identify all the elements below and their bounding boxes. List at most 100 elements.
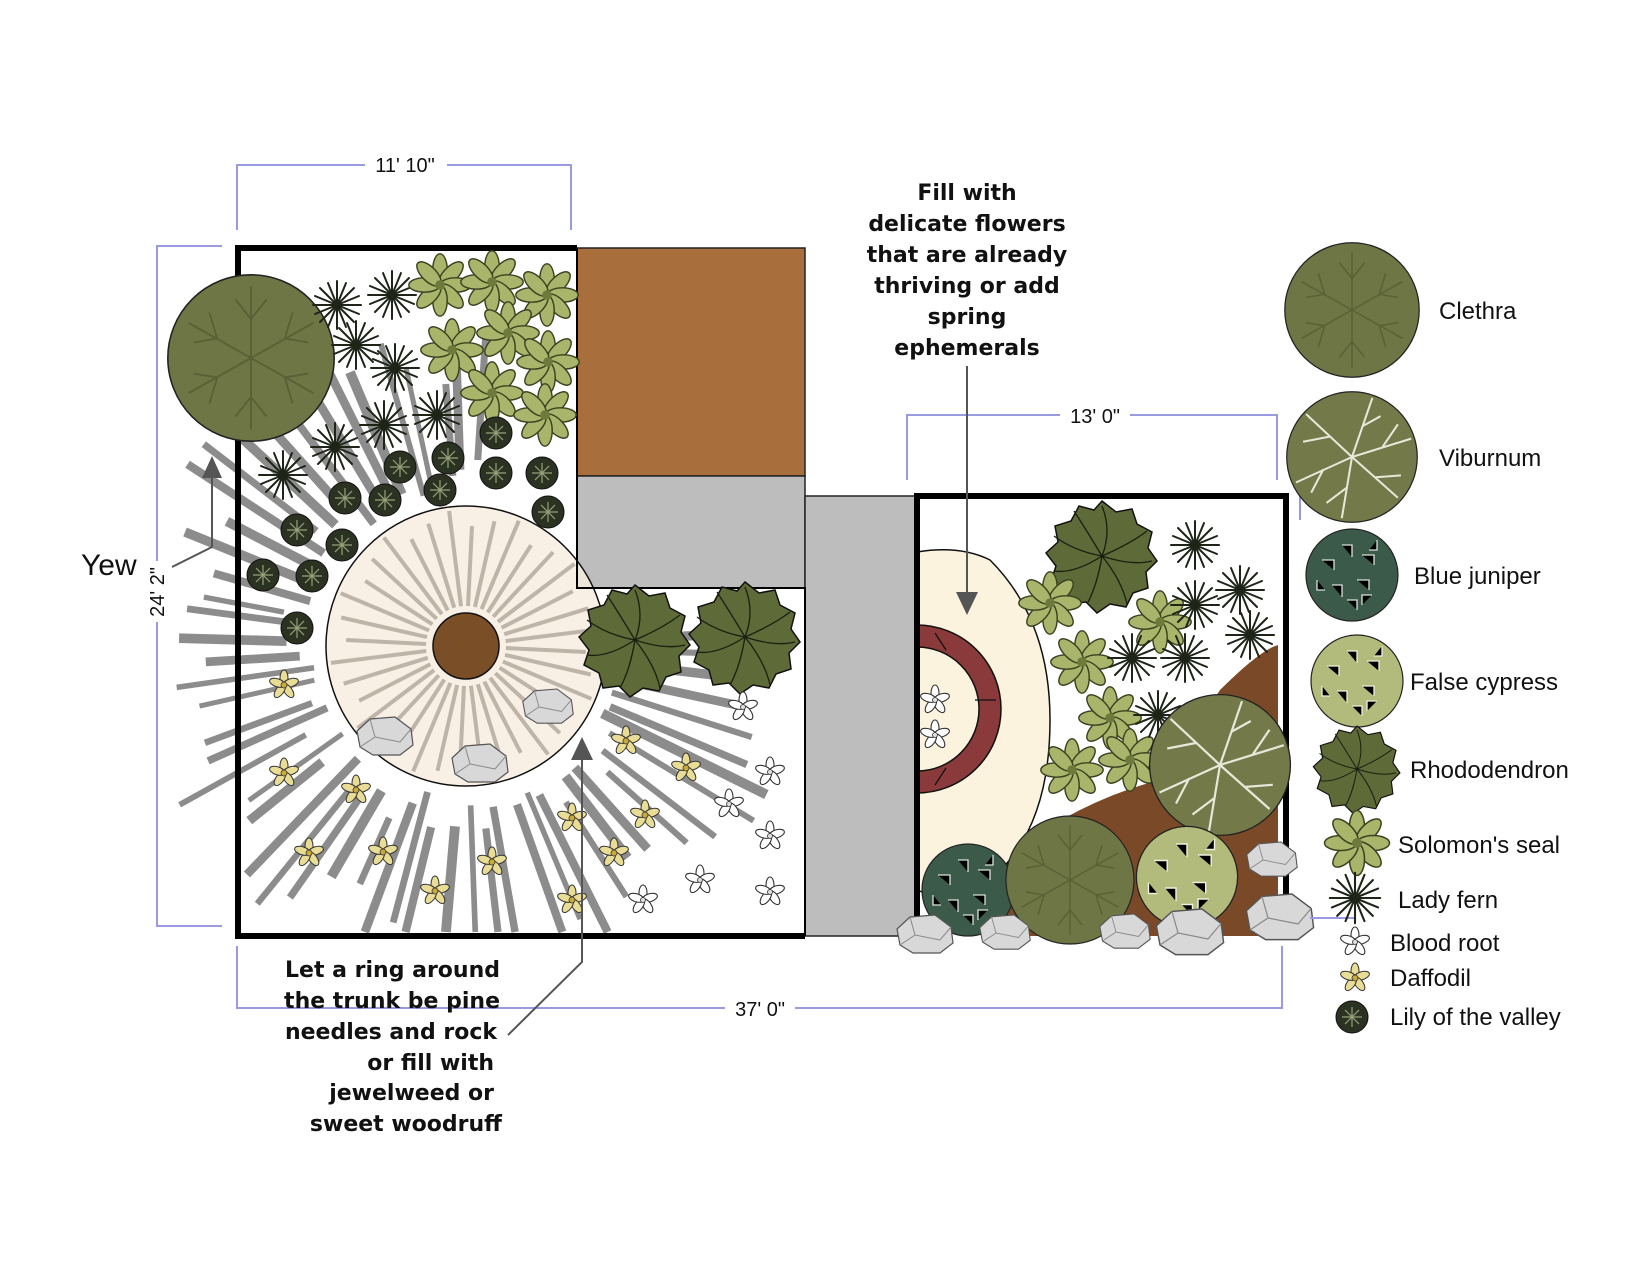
legend: Clethra Viburnum Blue juniper False cypr…	[1284, 242, 1569, 1034]
note-bottom-line: the trunk be pine	[284, 989, 500, 1014]
lily-of-the-valley-plant	[525, 456, 559, 490]
clethra-icon	[1284, 242, 1420, 378]
rhododendron-icon	[1312, 725, 1401, 815]
lily-of-the-valley-plant	[479, 416, 513, 450]
note-top-line: that are already	[867, 243, 1068, 268]
needle-ray	[467, 805, 479, 933]
needle-ray	[571, 764, 651, 852]
note-bottom-line: or fill with	[367, 1051, 494, 1076]
note-bottom-line: jewelweed or	[328, 1081, 494, 1106]
note-top: Fill with delicate flowers that are alre…	[867, 181, 1068, 361]
needle-ray	[246, 758, 326, 825]
blue-juniper-icon	[1305, 528, 1399, 622]
legend-label-lily-of-the-valley: Lily of the valley	[1390, 1004, 1561, 1031]
lily-of-the-valley-plant	[531, 495, 565, 529]
legend-label-blood-root: Blood root	[1390, 930, 1500, 957]
lady-fern-plant	[310, 422, 360, 472]
yew-arrow	[171, 456, 222, 568]
note-top-line: thriving or add	[874, 274, 1060, 299]
note-bottom-line: Let a ring around	[285, 958, 500, 983]
ring-ray	[346, 638, 427, 646]
solomons-seal-icon	[1323, 809, 1391, 877]
lady-fern-plant	[412, 390, 462, 440]
legend-label-daffodil: Daffodil	[1390, 965, 1471, 992]
lily-of-the-valley-plant	[423, 473, 457, 507]
note-bottom-line: needles and rock	[285, 1020, 498, 1045]
lily-of-the-valley-icon	[1335, 1000, 1369, 1034]
legend-label-blue-juniper: Blue juniper	[1414, 563, 1541, 590]
ring-ray	[505, 646, 586, 654]
ring-ray	[426, 523, 457, 609]
blood-root-plant	[753, 756, 787, 788]
blood-root-plant	[726, 691, 760, 723]
note-bottom-line: sweet woodruff	[310, 1112, 503, 1137]
needle-ray	[178, 732, 308, 808]
lady-fern-plant	[359, 400, 409, 450]
lily-of-the-valley-plant	[280, 611, 314, 645]
lady-fern-plant	[367, 270, 417, 320]
ring-ray	[482, 680, 523, 754]
needle-ray	[513, 803, 567, 934]
ring-ray	[472, 520, 497, 608]
lady-fern-plant	[331, 320, 381, 370]
dim-total-width: 37' 0"	[735, 999, 785, 1021]
ring-ray	[447, 510, 464, 607]
ring-ray	[504, 652, 592, 677]
needle-ray	[203, 594, 285, 615]
solomons-seal-plant	[460, 250, 524, 314]
legend-label-rhododendron: Rhododendron	[1410, 757, 1569, 784]
lily-of-the-valley-plant	[325, 528, 359, 562]
patio	[576, 247, 806, 477]
needle-ray	[610, 689, 753, 741]
needle-ray	[176, 664, 315, 691]
legend-label-solomons-seal: Solomon's seal	[1398, 832, 1560, 859]
blood-root-plant	[753, 876, 787, 908]
bench-seams	[934, 632, 996, 786]
lady-fern-plant	[370, 343, 420, 393]
ring-ray	[479, 519, 521, 610]
dim-left-width: 11' 10"	[375, 155, 434, 177]
note-top-line: ephemerals	[894, 336, 1039, 361]
clethra-plant	[166, 273, 336, 443]
right-bed	[896, 493, 1315, 956]
needle-ray	[183, 527, 315, 589]
needle-ray	[205, 651, 300, 667]
ring-ray	[339, 591, 430, 633]
false-cypress-icon	[1310, 634, 1404, 728]
blood-root-plant	[626, 884, 660, 916]
yew-trunk	[432, 612, 500, 680]
ring-ray	[503, 606, 589, 637]
ring-ray	[343, 655, 429, 686]
lily-of-the-valley-plant	[431, 441, 465, 475]
daffodil-plant	[292, 837, 326, 868]
ring-ray	[409, 538, 450, 612]
ring-ray	[330, 648, 427, 665]
lady-fern-plant	[1170, 520, 1220, 570]
needle-ray	[482, 828, 502, 933]
viburnum-plant	[1148, 693, 1292, 837]
legend-label-clethra: Clethra	[1439, 298, 1517, 325]
solomons-seal-plant	[513, 383, 577, 447]
dim-left-height: 24' 2"	[147, 567, 169, 617]
lily-of-the-valley-plant	[280, 513, 314, 547]
needle-ray	[600, 748, 718, 840]
lily-of-the-valley-plant	[295, 559, 329, 593]
lily-of-the-valley-plant	[383, 450, 417, 484]
lady-fern-plant	[258, 450, 308, 500]
note-top-line: Fill with	[917, 181, 1016, 206]
lady-fern-plant	[1225, 610, 1275, 660]
right-bed-border	[914, 493, 1289, 936]
ring-ray	[488, 676, 550, 756]
ring-ray	[486, 544, 533, 614]
legend-label-viburnum: Viburnum	[1439, 445, 1541, 472]
lily-of-the-valley-plant	[328, 481, 362, 515]
blood-root-plant	[683, 864, 717, 896]
left-bed-inner-edge	[576, 248, 806, 936]
left-bed	[166, 245, 918, 939]
viburnum-icon	[1285, 390, 1419, 524]
needle-ray	[203, 700, 314, 746]
legend-label-lady-fern: Lady fern	[1398, 887, 1498, 914]
ring-ray	[370, 557, 439, 621]
legend-label-false-cypress: False cypress	[1410, 669, 1558, 696]
solomons-seal-plant	[1018, 571, 1082, 635]
